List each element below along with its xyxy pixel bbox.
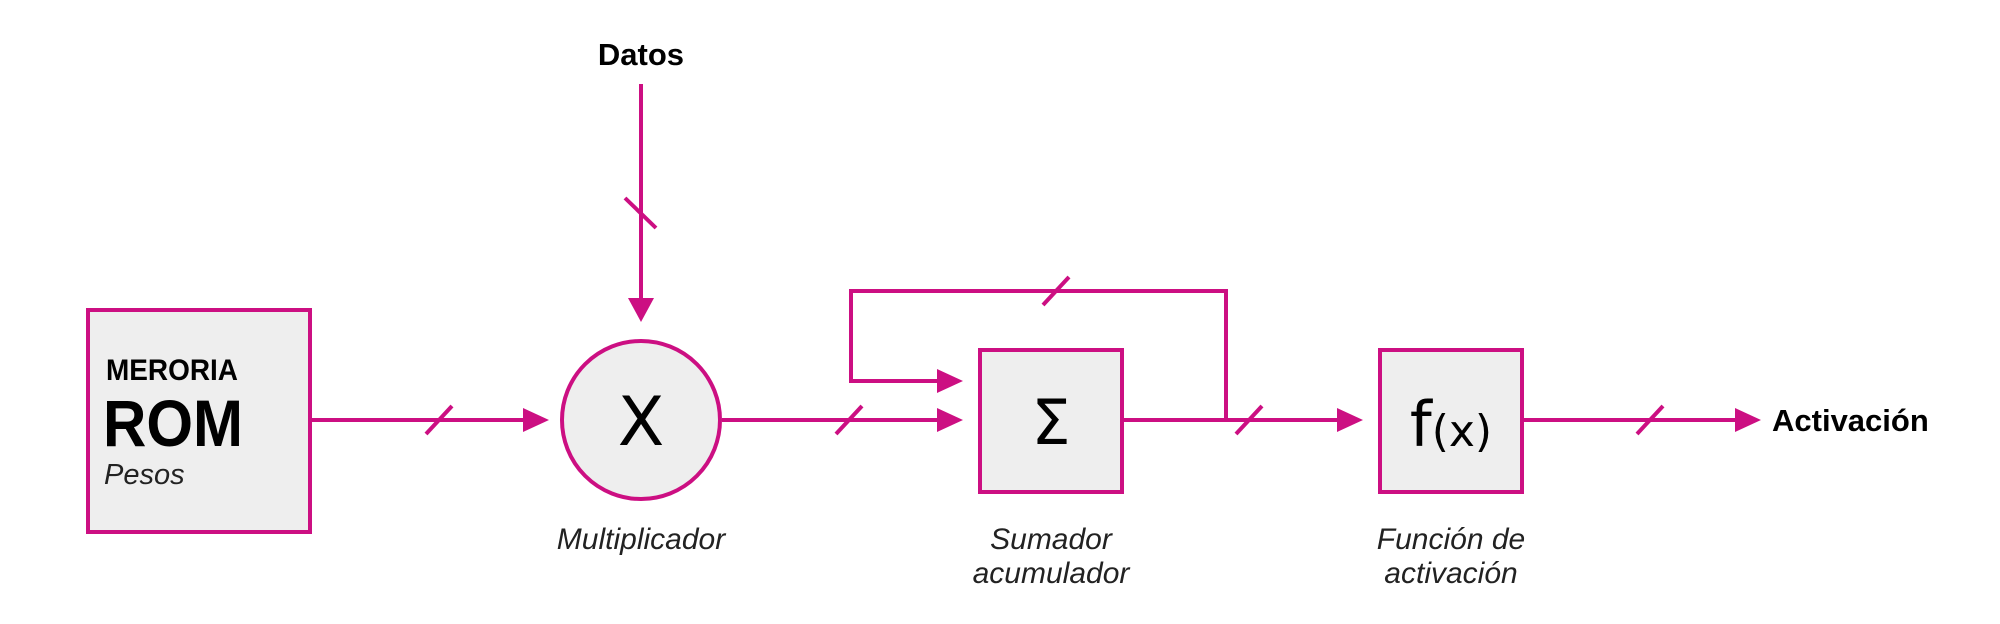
rom-memory-block — [86, 308, 312, 534]
multiplier-node — [560, 339, 722, 501]
data-input-label: Datos — [598, 37, 684, 72]
accumulator-block — [978, 348, 1124, 494]
activation-output-arrowhead — [1735, 408, 1761, 432]
accumulator-to-activation-arrowhead — [1337, 408, 1363, 432]
activation-caption-line2: activación — [1384, 557, 1517, 590]
accumulator-caption-line1: Sumador — [990, 523, 1113, 556]
accumulator-caption-line2: acumulador — [973, 557, 1131, 590]
multiplier-caption: Multiplicador — [557, 523, 726, 556]
activation-caption-line1: Función de — [1377, 523, 1525, 556]
activation-function-symbol: f(x) — [1410, 388, 1492, 461]
feedback-arrowhead — [937, 369, 963, 393]
activation-function-argument: (x) — [1432, 406, 1492, 457]
multiplier-to-accumulator-arrowhead — [937, 408, 963, 432]
rom-title-line1: MERORIA — [106, 354, 238, 387]
rom-bus-width-tick — [424, 404, 454, 436]
activation-output-label: Activación — [1772, 403, 1929, 438]
rom-title-line2: ROM — [103, 386, 243, 460]
sigma-symbol: Σ — [1031, 386, 1070, 459]
multiplier-symbol: X — [618, 383, 665, 462]
feedback-bus-width-tick — [1041, 275, 1071, 307]
sum-bus-width-tick — [1234, 404, 1264, 436]
output-bus-width-tick — [1635, 404, 1665, 436]
rom-subtitle-weights: Pesos — [104, 459, 185, 491]
product-bus-width-tick — [834, 404, 864, 436]
activation-function-block — [1378, 348, 1524, 494]
rom-to-multiplier-arrowhead — [523, 408, 549, 432]
accumulator-feedback-loop — [849, 289, 1228, 422]
data-bus-width-tick — [623, 196, 658, 230]
data-input-arrowhead — [628, 298, 654, 322]
activation-function-f: f — [1410, 388, 1434, 461]
